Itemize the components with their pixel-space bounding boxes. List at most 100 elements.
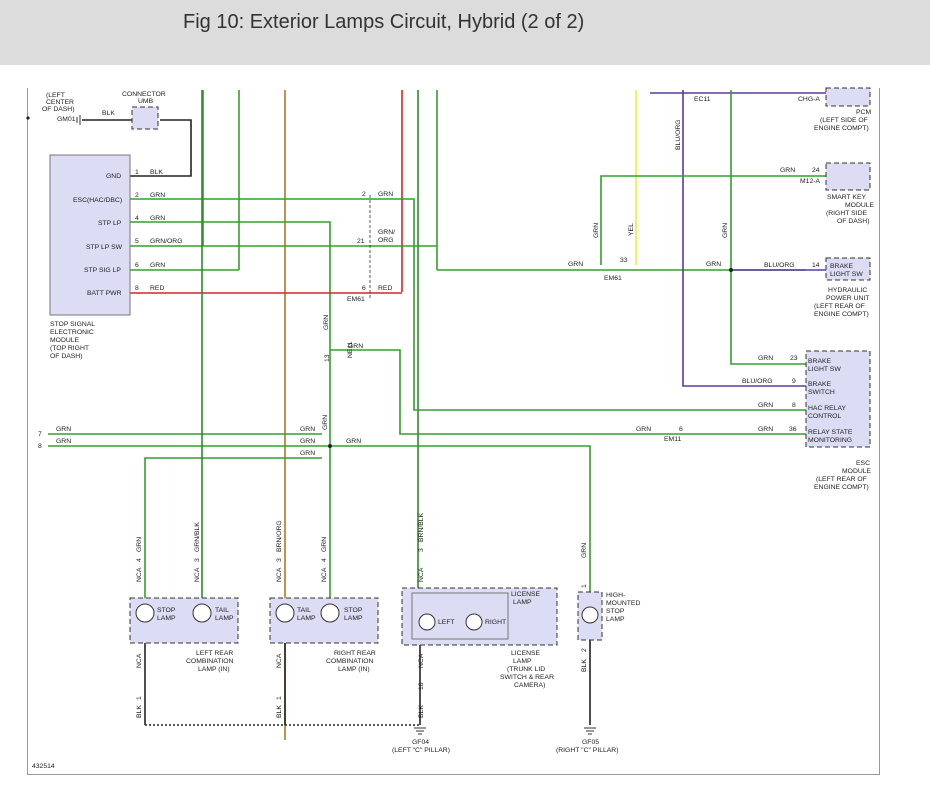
pcm-box (825, 87, 871, 107)
em61-wire: ORG (378, 237, 393, 244)
high-mounted-stop-lamp: HIGH- MOUNTED STOP LAMP 1 GRN 2 BLK (577, 543, 640, 672)
lr-nca: NCA (136, 567, 143, 582)
stop-pin-wire: GRN (150, 215, 165, 222)
lr-stop-bulb (135, 603, 155, 623)
stop-pin-wire: GRN (150, 192, 165, 199)
stop-pin-wire: GRN/ORG (150, 238, 182, 245)
hm-bulb (581, 606, 599, 624)
wire-grn-23 (730, 90, 806, 365)
connector-umb-label-2: UMB (138, 98, 154, 105)
em61-right-connector: GRN GRN 33 EM61 YEL GRN GRN BLU/ORG (568, 119, 729, 282)
esc-pin: 8 (792, 402, 796, 409)
pcm-pin: CHG-A (798, 96, 820, 103)
gf05-id: GF05 (582, 739, 599, 746)
rr-nca: NCA (276, 567, 283, 582)
hydraulic-label: ENGINE COMPT) (814, 311, 869, 318)
lic-right-label: RIGHT (485, 619, 506, 626)
connector-umb-box (131, 106, 159, 130)
lic-pin: 3 (418, 548, 425, 552)
em11-wire: GRN (636, 426, 651, 433)
lic-pin: 10 (418, 682, 425, 690)
em61r-id: EM61 (604, 275, 622, 282)
stop-module-label: ELECTRONIC (50, 329, 94, 336)
stop-pin-name: STP LP (98, 220, 122, 227)
lic-wire: BRN/BLK (418, 512, 425, 542)
splice-dot (328, 444, 332, 448)
lr-tail-label: LAMP (215, 615, 234, 622)
smart-key-label: (RIGHT SIDE (826, 210, 868, 217)
gm01-id: GM01 (57, 116, 76, 123)
stop-pin-name: BATT PWR (87, 290, 122, 297)
esc-label: ENGINE COMPT) (814, 484, 869, 491)
pcm-label: ENGINE COMPT) (814, 125, 869, 132)
bluorg-v-label: BLU/ORG (675, 119, 682, 150)
stop-pin-num: 1 (135, 169, 139, 176)
hydraulic-wire: BLU/ORG (764, 262, 795, 269)
grn-v2-label: GRN (722, 223, 729, 238)
em61r-pin: 33 (620, 257, 628, 264)
hydraulic-box (825, 257, 871, 281)
stop-pin-name: GND (106, 173, 121, 180)
em61-wire: GRN (378, 191, 393, 198)
gf04-id: GF04 (412, 739, 429, 746)
ne11-wire-v: GRN (323, 315, 330, 330)
stop-signal-module: GND ESC(HAC/DBC) STP LP STP LP SW STP SI… (49, 154, 182, 360)
gm01-ground: (LEFT CENTER OF DASH) GM01 BLK (42, 92, 115, 125)
gf04-loc: (LEFT "C" PILLAR) (392, 747, 450, 754)
em61r-wire: GRN (568, 261, 583, 268)
esc-pin: 36 (789, 426, 797, 433)
smart-key-box (825, 162, 871, 191)
ground-gf04: GF04 (LEFT "C" PILLAR) (392, 727, 450, 754)
rr-tail-bulb (275, 603, 295, 623)
stop-pin-wire: RED (150, 285, 164, 292)
hm-label: LAMP (606, 616, 625, 623)
hm-label: STOP (606, 608, 625, 615)
ne11-pin: 13 (324, 354, 331, 362)
hydraulic-power-unit: BLU/ORG 14 BRAKE LIGHT SW HYDRAULIC POWE… (764, 257, 871, 318)
esc-label: (LEFT REAR OF (816, 476, 867, 483)
bus-wire: GRN (56, 426, 71, 433)
rr-stop-label: STOP (344, 607, 363, 614)
rr-stop-bulb (320, 603, 340, 623)
smart-key-pin: 24 (812, 167, 820, 174)
yel-label: YEL (628, 223, 635, 236)
rr-stop-label: LAMP (344, 615, 363, 622)
esc-pin-label: MONITORING (808, 437, 852, 444)
lr-nca: NCA (136, 653, 143, 668)
lic-nca: NCA (418, 653, 425, 668)
lic-left-bulb (418, 613, 436, 631)
rr-wire: BLK (276, 705, 283, 718)
connector-umb: CONNECTOR UMB (122, 91, 166, 130)
em61-connector: 2 21 6 GRN GRN/ ORG RED EM61 (347, 191, 395, 303)
rr-pin: 1 (276, 696, 283, 700)
stop-module-box (49, 154, 131, 316)
stop-pin-num: 8 (135, 285, 139, 292)
esc-pin-label: LIGHT SW (808, 366, 841, 373)
lic-inner-label: LAMP (513, 599, 532, 606)
grn-v-label: GRN (593, 223, 600, 238)
lr-stop-label: STOP (157, 607, 176, 614)
wire-ne11-h (330, 349, 806, 435)
figure-title: Fig 10: Exterior Lamps Circuit, Hybrid (… (183, 11, 585, 33)
stop-module-label: MODULE (50, 337, 80, 344)
splice-wire-label: GRN (346, 438, 361, 445)
esc-wire: GRN (758, 402, 773, 409)
rr-tail-label: TAIL (297, 607, 311, 614)
lr-label: LAMP (IN) (198, 666, 230, 673)
wire-blk-gnd (130, 119, 192, 177)
stop-pin-name: STP LP SW (86, 244, 123, 251)
wire-bus-8 (48, 445, 591, 600)
smart-key-label: OF DASH) (837, 218, 869, 225)
esc-wire: GRN (758, 426, 773, 433)
ne11-wire-h: GRN (348, 343, 363, 350)
figure-id: 432514 (32, 763, 55, 770)
lr-wire: GRN/BLK (194, 522, 201, 552)
esc-pin-label: RELAY STATE (808, 429, 853, 436)
em11-pin: 6 (679, 426, 683, 433)
splice-dot (26, 116, 30, 120)
ne11-connector: GRN NE11 13 GRN (323, 315, 363, 362)
gf05-loc: (RIGHT "C" PILLAR) (556, 747, 618, 754)
stop-pin-num: 2 (135, 192, 139, 199)
stop-pin-wire: BLK (150, 169, 163, 176)
gm01-label-2: CENTER (46, 99, 74, 106)
